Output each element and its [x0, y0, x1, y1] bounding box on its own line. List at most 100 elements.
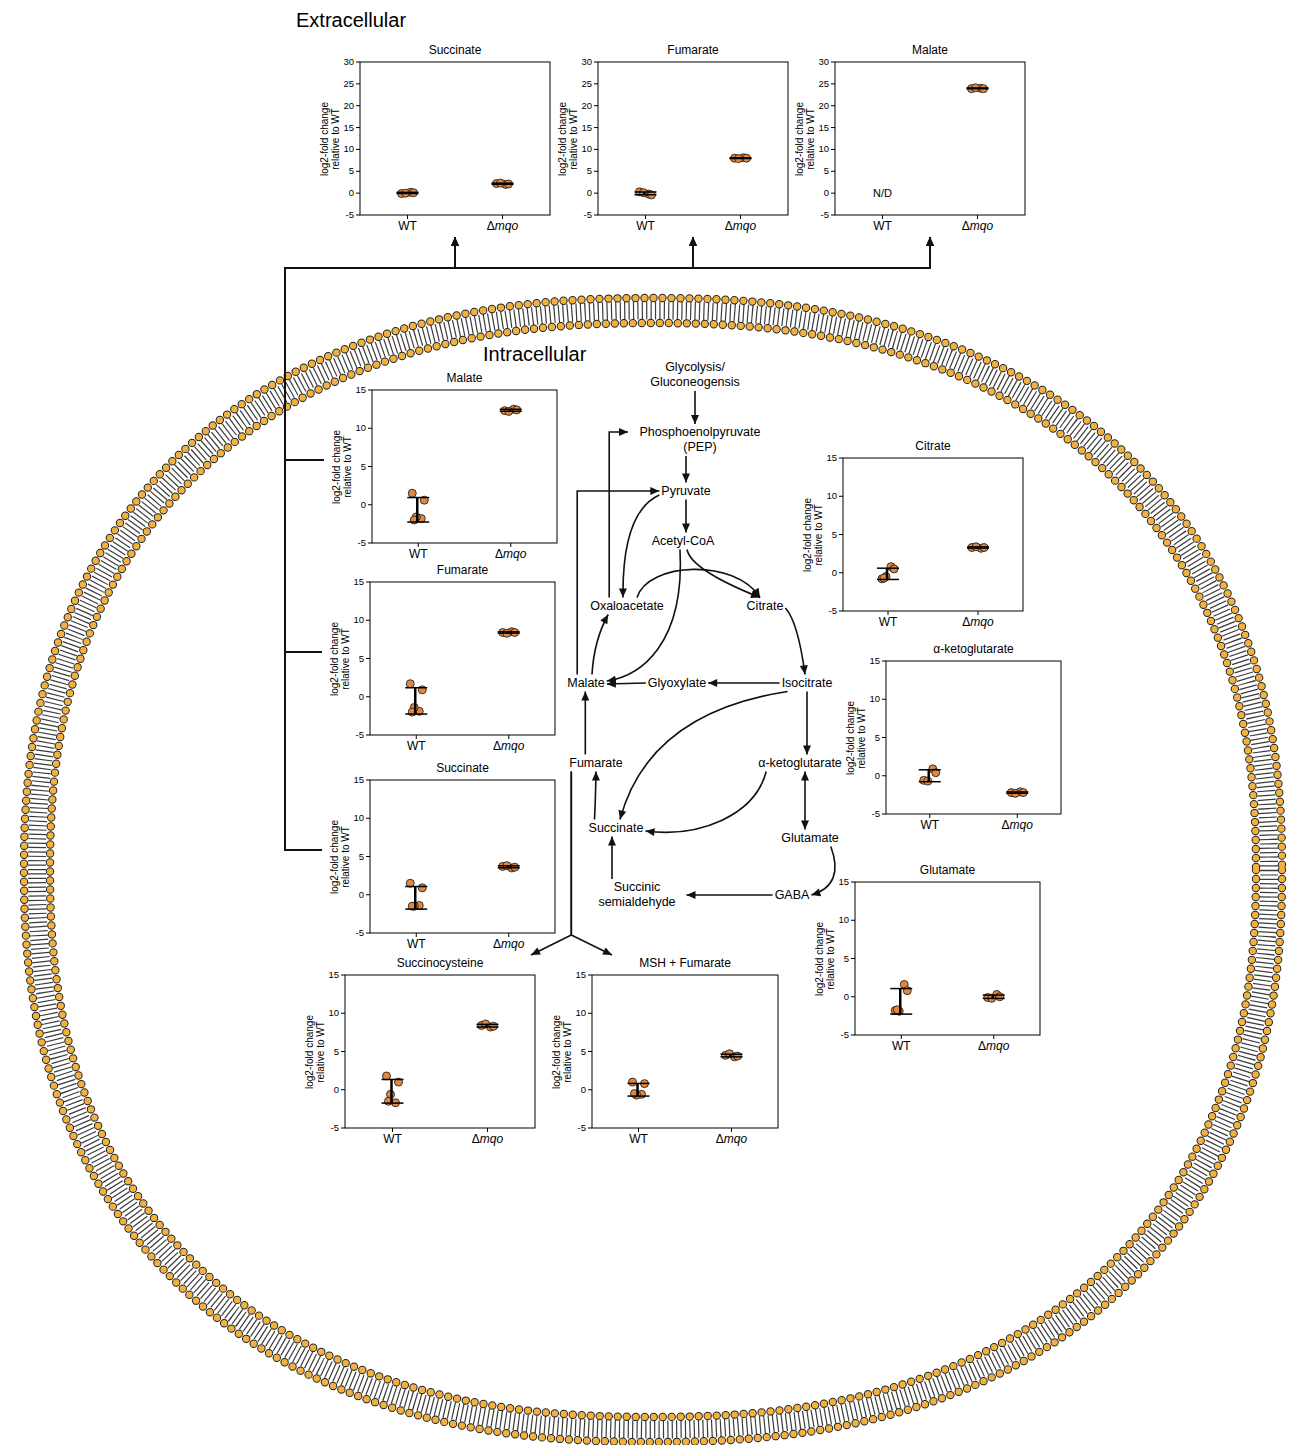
- italic-part: mqo: [503, 547, 526, 561]
- arrowhead: [689, 237, 697, 246]
- plot-area: [355, 57, 555, 220]
- tick-label: 15: [322, 774, 364, 786]
- tick-mark: [977, 215, 978, 219]
- metabolite-name: Acetyl-CoA: [652, 534, 715, 549]
- tick-mark: [356, 149, 360, 150]
- arrowhead: [607, 676, 617, 684]
- chart-panel: 302520151050-5WTΔmqoMalatelog2-fold chan…: [787, 42, 1029, 237]
- tick-mark: [839, 458, 843, 459]
- group-label: Δmqo: [476, 547, 546, 561]
- tick-mark: [851, 920, 855, 921]
- group-label: Δmqo: [959, 1039, 1029, 1053]
- tick-label: 10: [322, 614, 364, 626]
- axis-title: log2-fold change relative to WT: [329, 611, 351, 707]
- metabolite-node: Acetyl-CoA: [650, 533, 717, 550]
- arrowhead: [619, 810, 627, 820]
- metabolite-name: Isocitrate: [782, 676, 833, 691]
- tick-mark: [341, 1128, 345, 1129]
- error-cap: [919, 781, 941, 783]
- chart-title: Malate: [835, 43, 1025, 58]
- tick-mark: [368, 390, 372, 391]
- arrowhead: [608, 837, 616, 846]
- arrowhead: [689, 237, 697, 246]
- arrowhead: [926, 237, 934, 246]
- lipid-heads-outline: [24, 298, 1282, 1442]
- metabolite-name: Pyruvate: [661, 484, 710, 499]
- error-cap: [477, 1024, 499, 1026]
- arrowhead: [646, 828, 655, 836]
- tick-mark: [831, 171, 835, 172]
- metabolite-name: α-ketoglutarate: [758, 756, 842, 771]
- italic-part: mqo: [970, 219, 993, 233]
- tick-mark: [588, 975, 592, 976]
- arrowhead: [801, 772, 809, 781]
- error-cap: [628, 1083, 650, 1085]
- arrowhead: [581, 692, 589, 701]
- lipid-tails: [37, 311, 1269, 1430]
- italic-part: mqo: [1010, 818, 1033, 832]
- tick-mark: [645, 215, 646, 219]
- plot-frame: [886, 661, 1061, 814]
- arrowhead: [800, 665, 808, 674]
- group-label: WT: [895, 818, 965, 832]
- tick-mark: [368, 504, 372, 505]
- tick-label: 0: [795, 567, 837, 579]
- axis-title: log2-fold change relative to WT: [319, 91, 341, 187]
- tick-mark: [901, 1035, 902, 1039]
- axis-title: log2-fold change relative to WT: [304, 1004, 326, 1100]
- group-label: WT: [381, 739, 451, 753]
- error-cap: [877, 567, 899, 569]
- connector-line: [285, 237, 930, 652]
- tick-mark: [588, 1013, 592, 1014]
- connector-line: [285, 237, 455, 850]
- error-cap: [890, 988, 912, 990]
- tick-mark: [839, 611, 843, 612]
- tick-mark: [356, 83, 360, 84]
- arrowhead: [650, 487, 659, 495]
- connector: [785, 608, 807, 675]
- error-cap: [967, 88, 989, 90]
- arrowhead: [682, 474, 690, 483]
- error-cap: [877, 579, 899, 581]
- group-label: WT: [604, 1132, 674, 1146]
- error-cap: [967, 547, 989, 549]
- tick-mark: [882, 661, 886, 662]
- tick-mark: [368, 428, 372, 429]
- connector: [646, 772, 767, 837]
- connector: [682, 456, 690, 483]
- tick-mark: [356, 105, 360, 106]
- tick-mark: [392, 1128, 393, 1132]
- plot-area: [881, 656, 1066, 819]
- connector: [285, 237, 934, 460]
- metabolite-node: Isocitrate: [780, 675, 835, 692]
- tick-mark: [882, 814, 886, 815]
- tick-label: 15: [544, 969, 586, 981]
- connector: [619, 692, 788, 820]
- tick-label: 25: [550, 78, 592, 90]
- chart-panel: 151050-5WTΔmqoGlutamatelog2-fold change …: [807, 862, 1044, 1057]
- connector: [285, 237, 697, 460]
- connector-line: [708, 682, 779, 684]
- connector-line: [785, 608, 805, 675]
- error-bar: [414, 688, 417, 714]
- tick-label: -5: [550, 209, 592, 221]
- chart-panel: 302520151050-5WTΔmqoSuccinatelog2-fold c…: [312, 42, 554, 237]
- error-cap: [498, 867, 520, 869]
- tick-mark: [831, 127, 835, 128]
- tick-label: -5: [544, 1122, 586, 1134]
- error-bar: [899, 989, 902, 1015]
- tick-mark: [508, 933, 509, 937]
- lipid-heads: [50, 323, 1256, 1417]
- error-bar: [414, 887, 417, 910]
- error-cap: [1006, 792, 1028, 794]
- tick-label: 15: [297, 969, 339, 981]
- tick-mark: [594, 215, 598, 216]
- tick-label: 0: [324, 499, 366, 511]
- chart-panel: 151050-5WTΔmqoMalatelog2-fold change rel…: [324, 370, 561, 565]
- connector-line: [620, 692, 788, 820]
- connector: [571, 772, 612, 956]
- tick-label: 15: [807, 876, 849, 888]
- connector-line: [607, 683, 646, 684]
- plot-area: [365, 775, 560, 938]
- tick-label: -5: [297, 1122, 339, 1134]
